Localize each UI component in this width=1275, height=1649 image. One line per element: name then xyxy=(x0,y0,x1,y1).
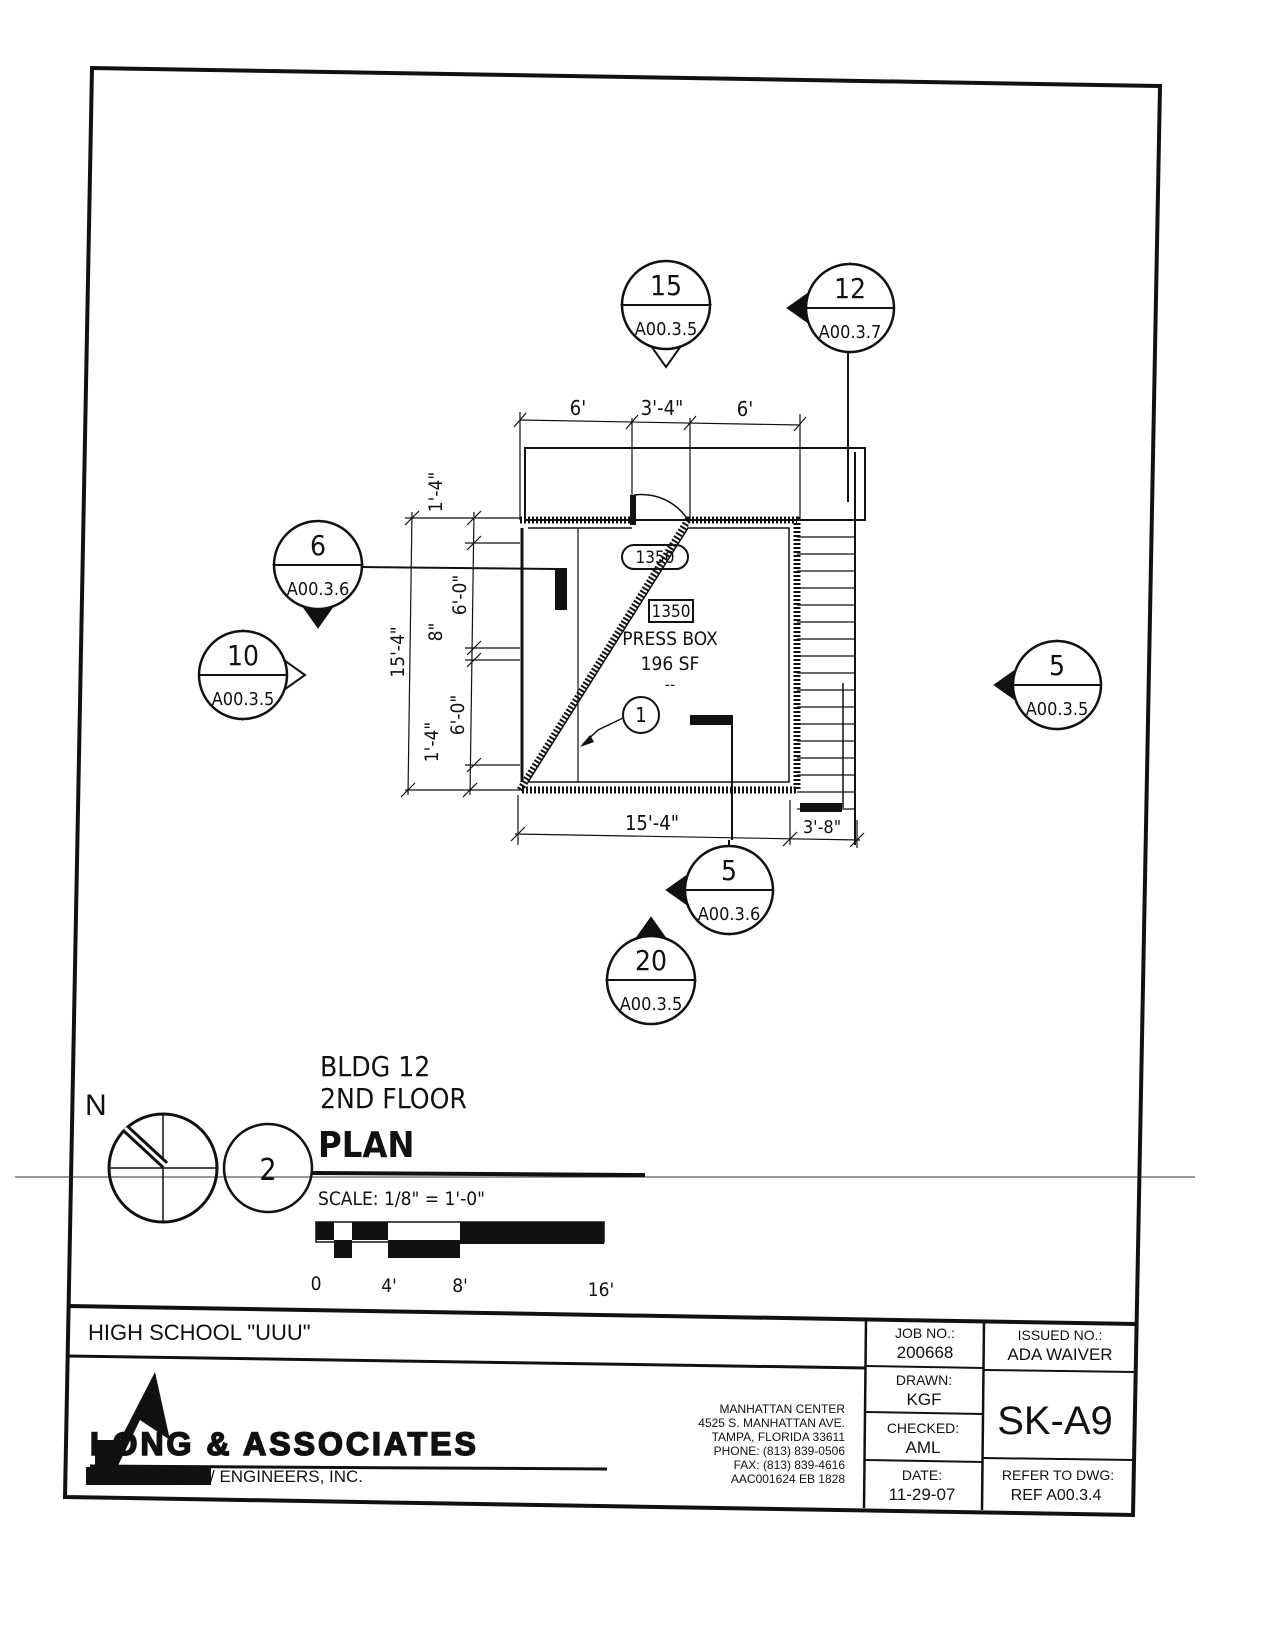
dim-left-5: 1'-4" xyxy=(421,722,443,762)
address-line: PHONE: (813) 839-0506 xyxy=(714,1444,846,1458)
date-label: DATE: xyxy=(902,1467,942,1483)
section-tag-ref: A00.3.6 xyxy=(698,904,761,925)
scale-tick-0: 0 xyxy=(311,1273,322,1295)
section-tag-number: 5 xyxy=(721,854,737,887)
scale-bar xyxy=(315,1221,605,1258)
address-line: MANHATTAN CENTER xyxy=(719,1402,845,1416)
dim-top-2: 3'-4" xyxy=(641,396,684,420)
sheet-border xyxy=(62,65,1163,1518)
section-tag-ref: A00.3.6 xyxy=(287,579,350,600)
drawing-number: 2 xyxy=(259,1153,276,1188)
issued-value: ADA WAIVER xyxy=(1007,1345,1112,1364)
job-value: 200668 xyxy=(897,1343,954,1362)
address-line: AAC001624 EB 1828 xyxy=(731,1472,845,1486)
project-name: HIGH SCHOOL "UUU" xyxy=(88,1320,311,1345)
address-line: 4525 S. MANHATTAN AVE. xyxy=(698,1416,845,1430)
section-tag-ref: A00.3.5 xyxy=(212,689,275,710)
dim-left-1: 1'-4" xyxy=(425,472,447,512)
north-arrow-icon xyxy=(107,1112,219,1224)
room-walls xyxy=(513,516,801,794)
scale-text: SCALE: 1/8" = 1'-0" xyxy=(318,1188,485,1210)
title-block: HIGH SCHOOL "UUU" LONG & ASSOCIATES ARCH… xyxy=(67,1304,1138,1511)
room-dash: -- xyxy=(665,675,675,694)
dim-left-3: 8" xyxy=(425,623,447,642)
room-area: 196 SF xyxy=(641,653,700,675)
room-number: 1350 xyxy=(652,602,691,622)
scale-tick-8: 8' xyxy=(452,1275,468,1297)
room-name: PRESS BOX xyxy=(622,628,718,650)
address-line: TAMPA, FLORIDA 33611 xyxy=(712,1430,846,1444)
room-tag-oval: 1350 xyxy=(636,548,675,568)
drawn-label: DRAWN: xyxy=(896,1372,952,1388)
checked-label: CHECKED: xyxy=(887,1420,959,1436)
stairs xyxy=(797,536,855,810)
dim-left-2: 6'-0" xyxy=(449,575,471,615)
door-swing xyxy=(633,493,689,521)
address-line: FAX: (813) 839-4616 xyxy=(734,1458,846,1472)
title-line1: BLDG 12 xyxy=(320,1050,430,1083)
refer-value: REF A00.3.4 xyxy=(1011,1487,1102,1504)
firm-logo: LONG & ASSOCIATES ARCHITECTS / ENGINEERS… xyxy=(86,1372,608,1486)
job-label: JOB NO.: xyxy=(895,1325,955,1341)
floor-plan: 6' 3'-4" 6' 1'-4" 6'-0" 8" 6'-0" 1'-4" 1… xyxy=(387,396,866,848)
checked-value: AML xyxy=(906,1438,941,1457)
section-tag-number: 6 xyxy=(310,529,326,562)
section-tags xyxy=(359,345,849,850)
sheet-number: SK-A9 xyxy=(997,1399,1113,1443)
section-tag-number: 20 xyxy=(635,944,667,977)
scale-tick-16: 16' xyxy=(588,1279,614,1301)
section-tag-ref: A00.3.5 xyxy=(620,994,683,1015)
dim-left-overall: 15'-4" xyxy=(387,626,409,677)
section-tag-number: 15 xyxy=(650,269,682,302)
north-label: N xyxy=(85,1089,107,1122)
refer-label: REFER TO DWG: xyxy=(1002,1467,1114,1483)
section-tag-ref: A00.3.5 xyxy=(635,319,698,340)
drawing-title: N 2 BLDG 12 2ND FLOOR PLAN SCALE: 1/8" =… xyxy=(85,1050,646,1301)
dim-top-1: 6' xyxy=(570,396,586,420)
title-line2: 2ND FLOOR xyxy=(320,1082,467,1115)
issued-label: ISSUED NO.: xyxy=(1018,1327,1103,1343)
drawn-value: KGF xyxy=(907,1390,942,1409)
dim-stair: 3'-8" xyxy=(803,817,841,838)
section-tag-number: 5 xyxy=(1049,649,1065,682)
section-tag-number: 10 xyxy=(227,639,259,672)
section-tag-ref: A00.3.5 xyxy=(1026,699,1089,720)
dim-top-3: 6' xyxy=(737,397,753,421)
scale-tick-4: 4' xyxy=(381,1275,397,1297)
keynote-1: 1 xyxy=(635,703,646,727)
dim-left-4: 6'-0" xyxy=(447,695,469,735)
section-tag-ref: A00.3.7 xyxy=(819,322,882,343)
firm-sub-engineers: / ENGINEERS, INC. xyxy=(210,1467,363,1486)
firm-name: LONG & ASSOCIATES xyxy=(90,1426,479,1462)
dim-bottom: 15'-4" xyxy=(625,811,679,835)
section-tag-number: 12 xyxy=(834,272,866,305)
title-line3: PLAN xyxy=(318,1125,415,1166)
deck-outline xyxy=(524,447,866,521)
date-value: 11-29-07 xyxy=(889,1485,956,1504)
firm-sub-architects: ARCHITECTS xyxy=(90,1469,186,1486)
